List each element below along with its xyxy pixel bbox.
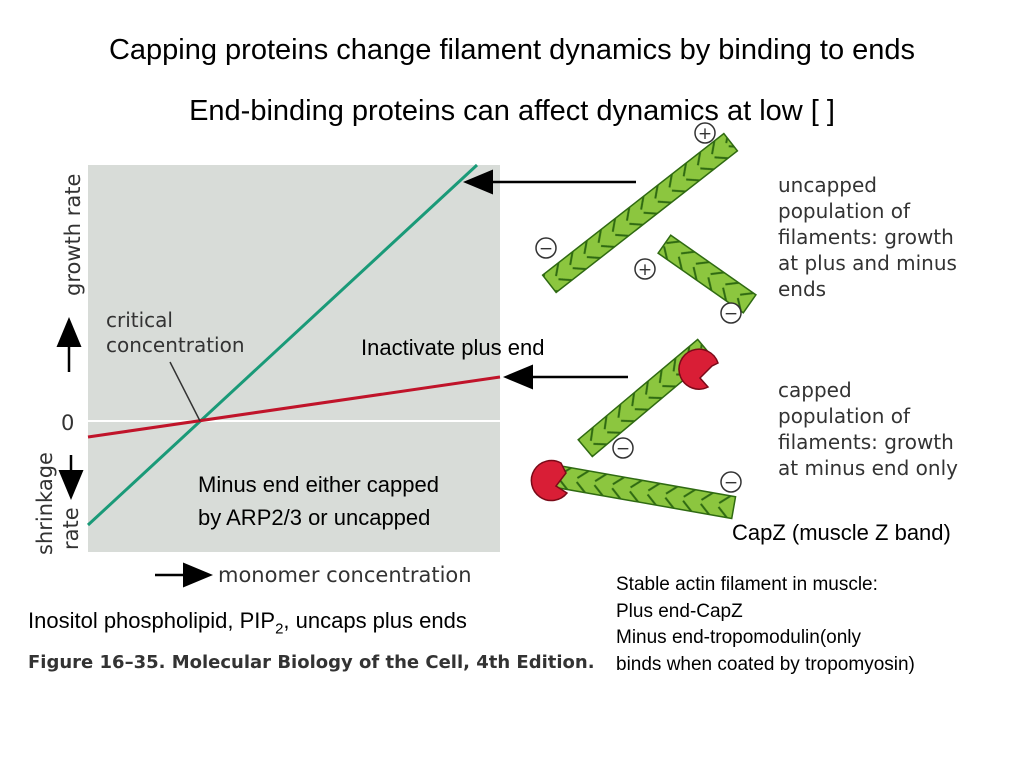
x-axis-label: monomer concentration [218,563,472,587]
plus-sign: + [638,260,652,280]
minus-sign: − [539,239,553,259]
svg-text:at plus and minus: at plus and minus [778,251,957,275]
capped-population-label: capped population of filaments: growth a… [778,378,958,480]
svg-text:ends: ends [778,277,826,301]
plus-end-icon [694,122,716,144]
pip2-note: Inositol phospholipid, PIP2, uncaps plus… [28,608,467,638]
slide-title: Capping proteins change filament dynamic… [108,34,916,66]
plus-end-icon [634,258,656,280]
y-axis-label-rate: rate [59,507,83,550]
svg-text:population of: population of [778,404,911,428]
svg-text:filaments: growth: filaments: growth [778,225,954,249]
uncapped-filament-long [541,132,739,294]
svg-text:population of: population of [778,199,911,223]
capz-cap-upper [678,348,719,390]
minus-end-note-line1: Minus end either capped [198,472,439,497]
figure-caption: Figure 16–35. Molecular Biology of the C… [28,652,595,673]
plus-sign: + [698,124,712,144]
svg-text:uncapped: uncapped [778,173,877,197]
capped-rate-line [87,375,501,439]
capped-filament-lower [553,464,737,520]
minus-sign: − [724,473,738,493]
minus-end-note-line2: by ARP2/3 or uncapped [198,505,431,530]
minus-sign: − [724,304,738,324]
uncapped-filament-short [657,234,757,314]
minus-end-icon [535,237,557,259]
minus-end-icon [612,437,634,459]
uncapped-population-label: uncapped population of filaments: growth… [778,173,957,301]
svg-text:filaments: growth: filaments: growth [778,430,954,454]
svg-text:capped: capped [778,378,852,402]
critical-label-line2: concentration [106,333,245,357]
minus-end-icon [720,471,742,493]
y-axis-label-growth: growth rate [61,174,85,296]
capz-note: CapZ (muscle Z band) [732,520,951,545]
plot-panel [88,165,500,552]
critical-label-line1: critical [106,308,173,332]
stable-filament-note: Stable actin filament in muscle: Plus en… [616,574,915,675]
svg-text:at minus end only: at minus end only [778,456,958,480]
critical-pointer [169,361,201,422]
minus-end-icon [720,302,742,324]
zero-tick-label: 0 [61,411,74,435]
minus-sign: − [616,439,630,459]
cap-lower [530,459,569,502]
y-axis-label-shrinkage: shrinkage [33,452,57,555]
slide-subtitle: End-binding proteins can affect dynamics… [189,95,835,127]
uncapped-rate-line [86,163,479,527]
inactivate-plus-end-note: Inactivate plus end [361,335,545,360]
